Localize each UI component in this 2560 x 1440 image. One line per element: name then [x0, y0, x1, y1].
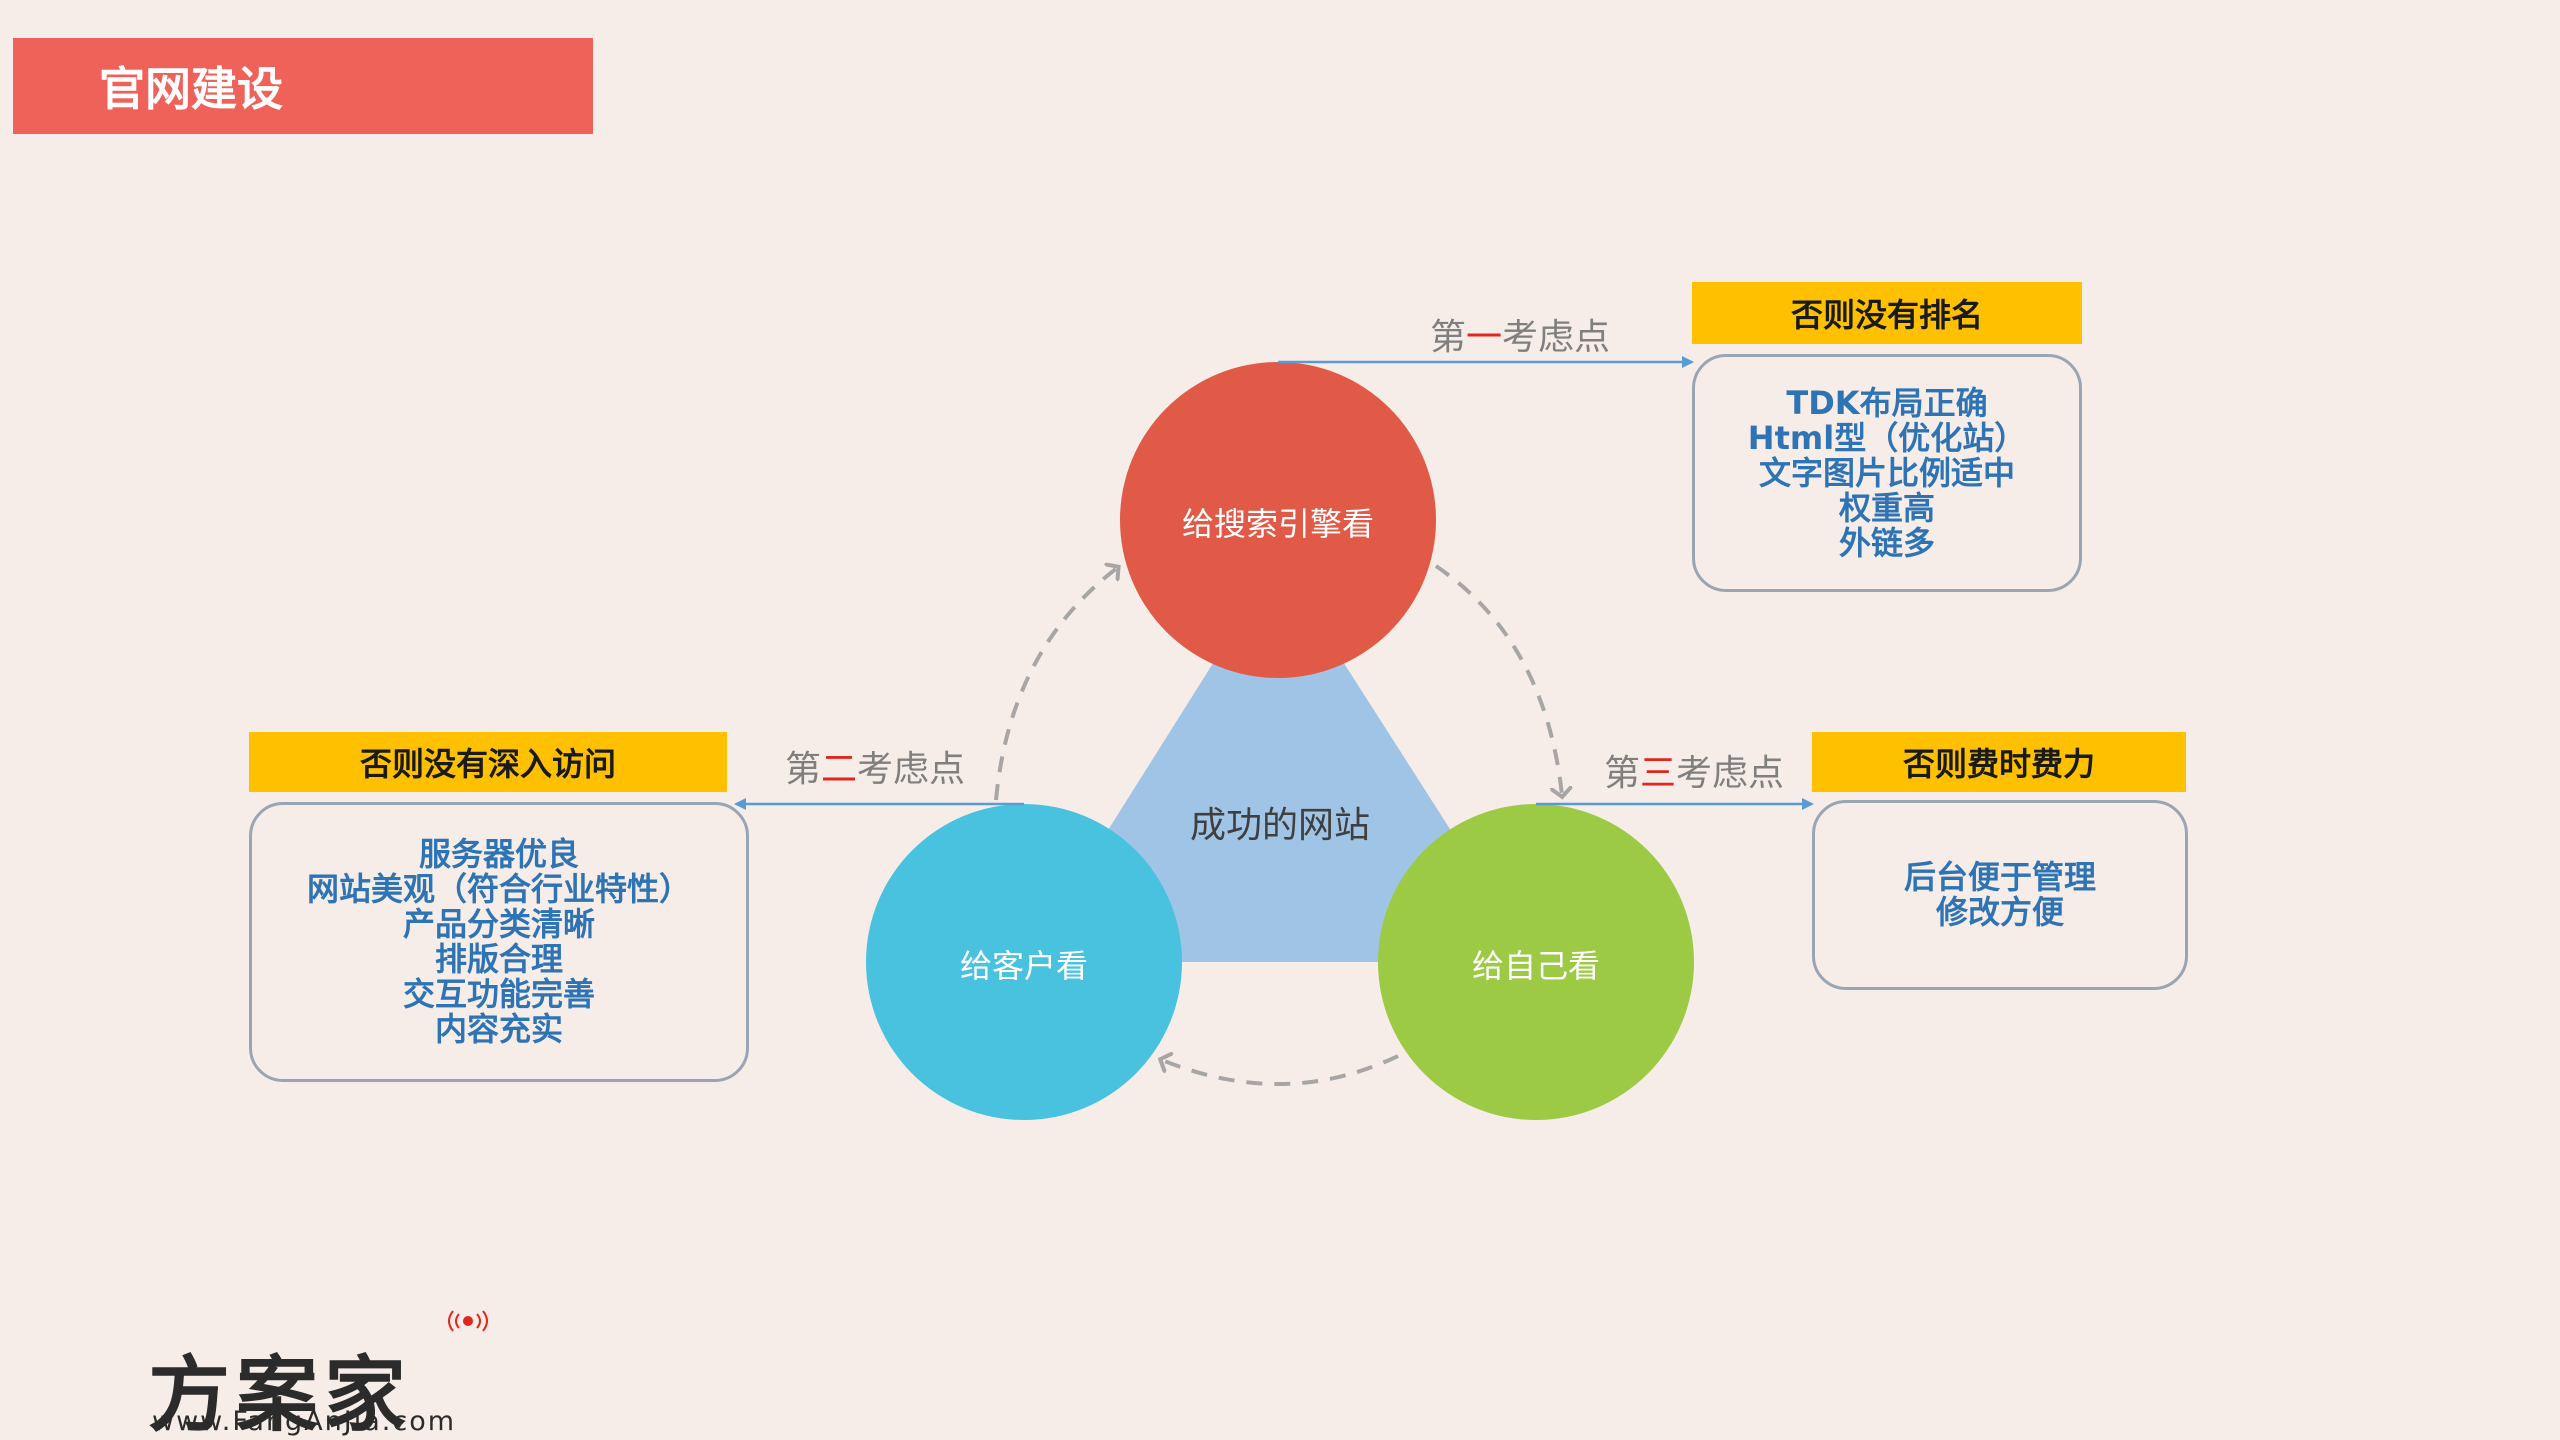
consideration-third: 第三考虑点: [1604, 744, 1784, 796]
customer-node: [866, 804, 1182, 1120]
search-engine-label: 给搜索引擎看: [1181, 505, 1375, 543]
page-title: 官网建设: [99, 62, 283, 116]
deep-visit-box: 服务器优良 网站美观（符合行业特性） 产品分类清晰 排版合理 交互功能完善 内容…: [249, 802, 749, 1082]
self-node: [1378, 804, 1694, 1120]
consideration-prefix: 第: [1430, 317, 1467, 358]
ranking-item: TDK布局正确: [1786, 383, 1988, 422]
deep-visit-tag: 否则没有深入访问: [249, 732, 727, 792]
consideration-suffix: 考虑点: [1676, 753, 1785, 794]
ranking-item: 文字图片比例适中: [1758, 453, 2015, 492]
consideration-number: 二: [821, 749, 858, 790]
deep-visit-item: 内容充实: [434, 1010, 563, 1048]
deep-visit-item: 网站美观（符合行业特性）: [306, 870, 691, 908]
consideration-first: 第一考虑点: [1430, 308, 1610, 360]
ranking-item: 外链多: [1838, 523, 1935, 562]
effort-item: 后台便于管理: [1903, 858, 2096, 896]
consideration-number: 三: [1640, 753, 1677, 794]
ranking-box: TDK布局正确 Html型（优化站） 文字图片比例适中 权重高 外链多: [1692, 354, 2082, 592]
cycle-arrow-left: [994, 568, 1117, 801]
signal-icon: [448, 1310, 488, 1332]
logo-name: 方案家: [148, 1347, 413, 1440]
ranking-tag: 否则没有排名: [1692, 282, 2082, 344]
customer-label: 给客户看: [959, 947, 1089, 985]
cycle-arrow-bottom: [1162, 1056, 1399, 1086]
deep-visit-item: 交互功能完善: [402, 975, 595, 1013]
ranking-item: Html型（优化站）: [1747, 418, 2027, 457]
cycle-arrow-top-right: [1434, 564, 1562, 795]
deep-visit-item: 产品分类清晰: [402, 905, 595, 943]
effort-tag: 否则费时费力: [1812, 732, 2186, 792]
consideration-prefix: 第: [785, 749, 822, 790]
effort-box: 后台便于管理 修改方便: [1812, 800, 2188, 990]
consideration-prefix: 第: [1604, 753, 1641, 794]
brand-logo: 方案家 www.FangAnJia.com: [140, 1310, 540, 1440]
search-engine-node: [1120, 362, 1436, 678]
center-label: 成功的网站: [1189, 805, 1371, 846]
deep-visit-item: 排版合理: [434, 940, 563, 978]
title-bar: 官网建设: [13, 38, 593, 134]
consideration-suffix: 考虑点: [857, 749, 966, 790]
consideration-number: 一: [1466, 317, 1503, 358]
self-label: 给自己看: [1471, 947, 1601, 985]
ranking-item: 权重高: [1838, 488, 1935, 527]
consideration-second: 第二考虑点: [785, 740, 965, 792]
center-triangle: [1025, 560, 1535, 962]
deep-visit-item: 服务器优良: [418, 835, 579, 873]
logo-url: www.FangAnJia.com: [152, 1406, 457, 1437]
effort-item: 修改方便: [1935, 893, 2064, 931]
consideration-suffix: 考虑点: [1502, 317, 1611, 358]
